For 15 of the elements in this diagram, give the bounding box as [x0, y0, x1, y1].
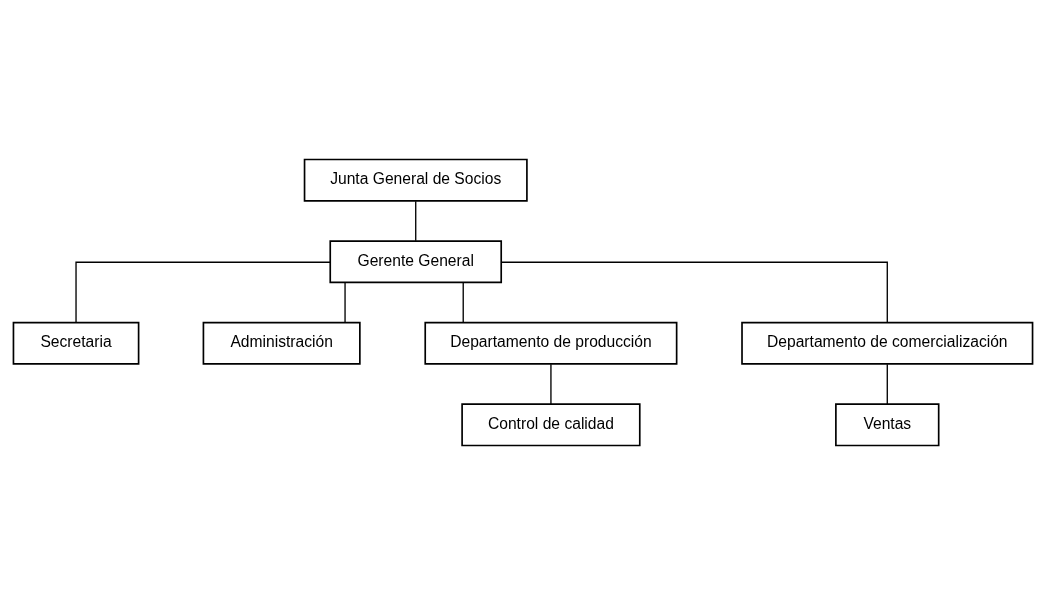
node-box: Secretaria: [12, 321, 140, 365]
connector: [75, 261, 331, 323]
connector: [550, 363, 552, 405]
node-box: Control de calidad: [461, 402, 641, 446]
connector: [462, 281, 464, 323]
connector: [886, 363, 888, 405]
node-box: Ventas: [835, 402, 940, 446]
connector: [415, 200, 417, 241]
node-box: Departamento de producción: [424, 321, 678, 365]
node-box: Departamento de comercialización: [741, 321, 1034, 365]
node-box: Administración: [202, 321, 361, 365]
node-box: Junta General de Socios: [303, 158, 528, 202]
connector: [344, 281, 346, 323]
node-box: Gerente General: [329, 239, 503, 283]
connector: [501, 261, 888, 323]
